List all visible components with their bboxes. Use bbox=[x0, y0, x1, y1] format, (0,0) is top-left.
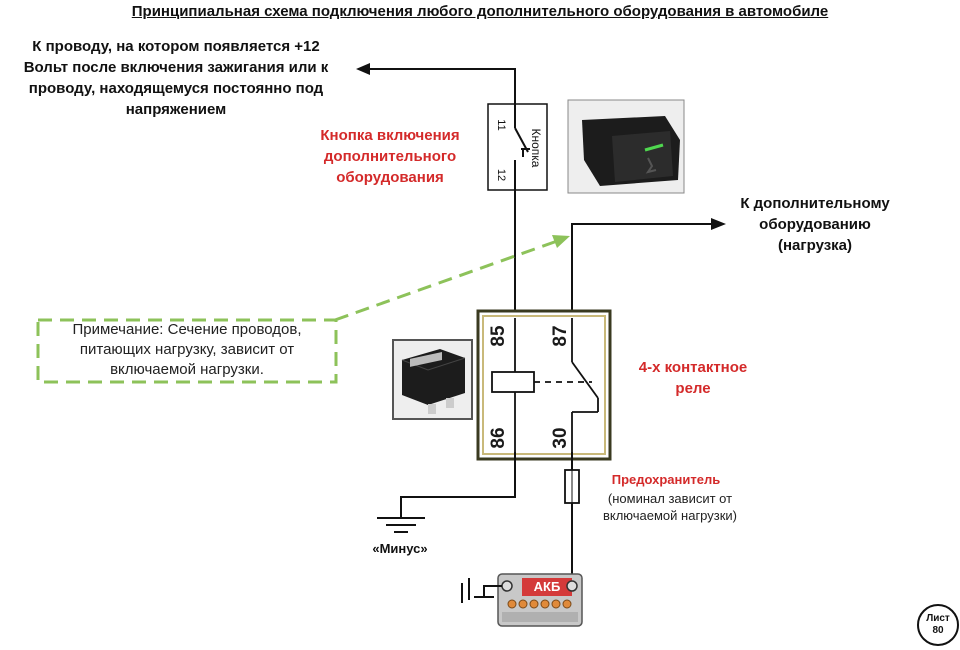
load-label-line: оборудованию bbox=[759, 216, 871, 233]
source-label-line: К проводу, на котором появляется +12 bbox=[32, 38, 320, 55]
button-label-line: оборудования bbox=[336, 169, 444, 186]
load-label: К дополнительному оборудованию (нагрузка… bbox=[710, 193, 920, 256]
fuse-note-line: включаемой нагрузки) bbox=[602, 508, 738, 523]
note-line: Примечание: Сечение проводов, bbox=[72, 321, 302, 338]
relay-label: 4-х контактное реле bbox=[618, 357, 768, 399]
battery-label: АКБ bbox=[533, 579, 561, 594]
note-line: питающих нагрузку, зависит от bbox=[79, 341, 295, 358]
fuse-note-line: (номинал зависит от bbox=[607, 491, 733, 506]
button-label: Кнопка включения дополнительного оборудо… bbox=[300, 125, 480, 188]
relay-photo bbox=[392, 339, 473, 420]
battery-ground bbox=[461, 578, 502, 603]
source-label-line: Вольт после включения зажигания или к bbox=[23, 59, 329, 76]
relay-pin-87: 87 bbox=[550, 325, 571, 347]
note-pointer bbox=[36, 238, 561, 384]
sheet-number: 80 bbox=[932, 625, 944, 636]
wire-load bbox=[571, 223, 712, 318]
source-label-line: напряжением bbox=[125, 101, 227, 118]
diagram-title: Принципиальная схема подключения любого … bbox=[131, 3, 829, 20]
arrow-left-icon bbox=[356, 63, 370, 75]
fuse-title: Предохранитель bbox=[611, 472, 721, 487]
note-line: включаемой нагрузки. bbox=[110, 361, 264, 378]
ground-icon bbox=[377, 517, 425, 533]
switch-pin-11: 11 bbox=[495, 119, 507, 131]
switch-name: Кнопка bbox=[529, 128, 543, 168]
wire-source bbox=[368, 68, 516, 104]
car-button-photo bbox=[567, 99, 685, 194]
note-arrow-icon bbox=[552, 235, 570, 248]
button-label-line: Кнопка включения bbox=[320, 127, 460, 144]
button-label-line: дополнительного bbox=[323, 148, 457, 165]
arrow-right-icon bbox=[711, 218, 726, 230]
switch-pin-12: 12 bbox=[495, 168, 507, 182]
relay-pin-86: 86 bbox=[488, 427, 509, 449]
sheet-word: Лист bbox=[926, 613, 950, 624]
fuse-note: (номинал зависит от включаемой нагрузки) bbox=[585, 490, 755, 524]
source-wire-label: К проводу, на котором появляется +12 Вол… bbox=[0, 36, 352, 120]
load-label-line: К дополнительному bbox=[740, 195, 890, 212]
load-label-line: (нагрузка) bbox=[777, 237, 853, 254]
note-text: Примечание: Сечение проводов, питающих н… bbox=[42, 320, 332, 380]
switch-symbol bbox=[514, 104, 530, 190]
source-label-line: проводу, находящемуся постоянно под bbox=[28, 80, 324, 97]
relay-box-inner bbox=[482, 315, 606, 455]
relay-internals bbox=[491, 318, 599, 452]
battery-icon bbox=[497, 573, 583, 627]
sheet-badge: Лист 80 bbox=[917, 604, 959, 646]
relay-pin-85: 85 bbox=[488, 325, 509, 347]
wire-ground bbox=[400, 452, 516, 518]
relay-label-line: 4-х контактное bbox=[638, 359, 748, 376]
relay-label-line: реле bbox=[675, 380, 711, 397]
ground-label: «Минус» bbox=[372, 541, 428, 556]
relay-pin-30: 30 bbox=[550, 427, 571, 449]
switch-box bbox=[487, 103, 548, 191]
